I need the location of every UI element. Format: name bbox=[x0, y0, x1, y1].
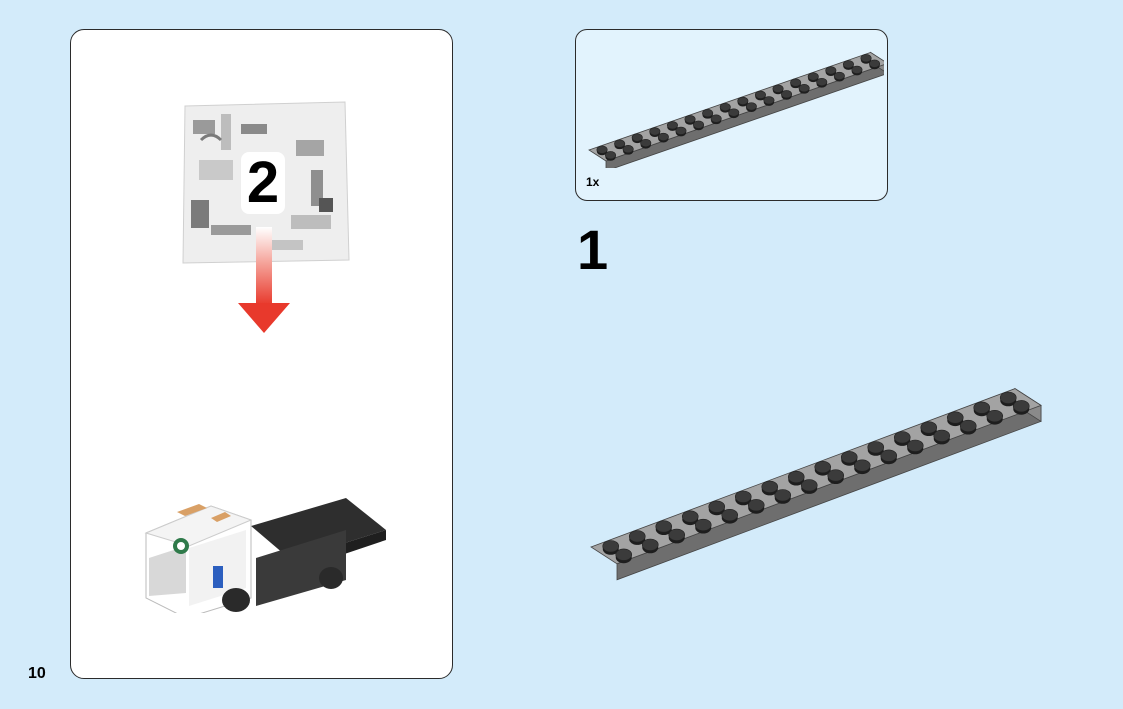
plate-2x16-icon bbox=[588, 51, 884, 168]
bag-number: 2 bbox=[241, 152, 285, 214]
bag-panel: 2 bbox=[70, 29, 453, 679]
step-number: 1 bbox=[577, 218, 609, 281]
down-arrow-icon bbox=[238, 227, 290, 333]
truck-model-image bbox=[144, 498, 386, 613]
plate-2x16-assembly-image bbox=[590, 387, 1042, 581]
part-quantity: 1x bbox=[586, 175, 600, 189]
page-number: 10 bbox=[28, 665, 46, 682]
parts-callout: 1x bbox=[575, 29, 888, 201]
